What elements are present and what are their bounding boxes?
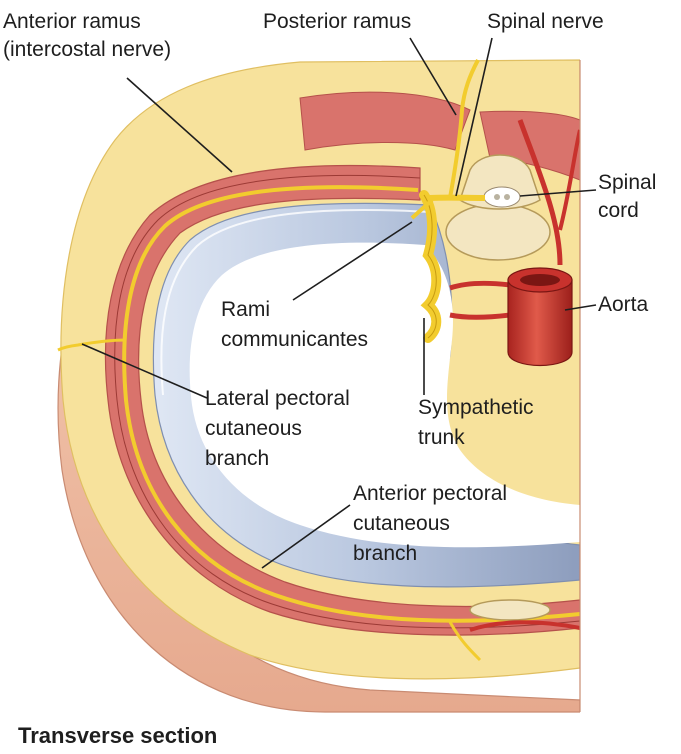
label-sympathetic-line2: trunk <box>418 426 465 449</box>
label-anterior-ramus: Anterior ramus <box>3 10 141 33</box>
vertebral-body <box>445 203 551 261</box>
intercostal-artery <box>449 280 511 291</box>
label-sympathetic-line1: Sympathetic <box>418 396 534 419</box>
pleura-rim <box>160 208 431 396</box>
wall-lines <box>114 174 581 629</box>
lateral-cutaneous-branch <box>57 338 127 352</box>
intercostal-nerve <box>122 185 581 623</box>
label-aorta: Aorta <box>598 293 649 316</box>
label-intercostal-nerve: (intercostal nerve) <box>3 38 172 61</box>
label-posterior-ramus: Posterior ramus <box>263 10 412 33</box>
leader-lines <box>81 37 597 569</box>
anterior-cutaneous-branch <box>448 621 482 662</box>
label-lateral-line3: branch <box>205 447 270 470</box>
label-lateral-line1: Lateral pectoral <box>205 387 350 410</box>
sternum <box>469 599 551 621</box>
label-spinal-cord-line1: Spinal <box>598 171 657 194</box>
rami-communicantes <box>410 198 434 220</box>
label-spinal-cord-line2: cord <box>598 199 639 222</box>
aorta <box>507 279 573 367</box>
label-anterior-pectoral-line2: cutaneous <box>353 512 450 535</box>
thoracic-interior <box>189 242 580 548</box>
spinal-cord-shape <box>483 186 521 208</box>
label-anterior-pectoral-line1: Anterior pectoral <box>353 482 508 505</box>
label-rami-line1: Rami <box>221 298 271 321</box>
label-rami-line2: communicantes <box>221 328 369 351</box>
label-anterior-pectoral-line3: branch <box>353 542 418 565</box>
label-lateral-line2: cutaneous <box>205 417 302 440</box>
posterior-ramus <box>448 59 480 199</box>
label-spinal-nerve: Spinal nerve <box>487 10 604 33</box>
figure-caption: Transverse section <box>18 723 218 748</box>
back-muscles <box>299 91 471 151</box>
